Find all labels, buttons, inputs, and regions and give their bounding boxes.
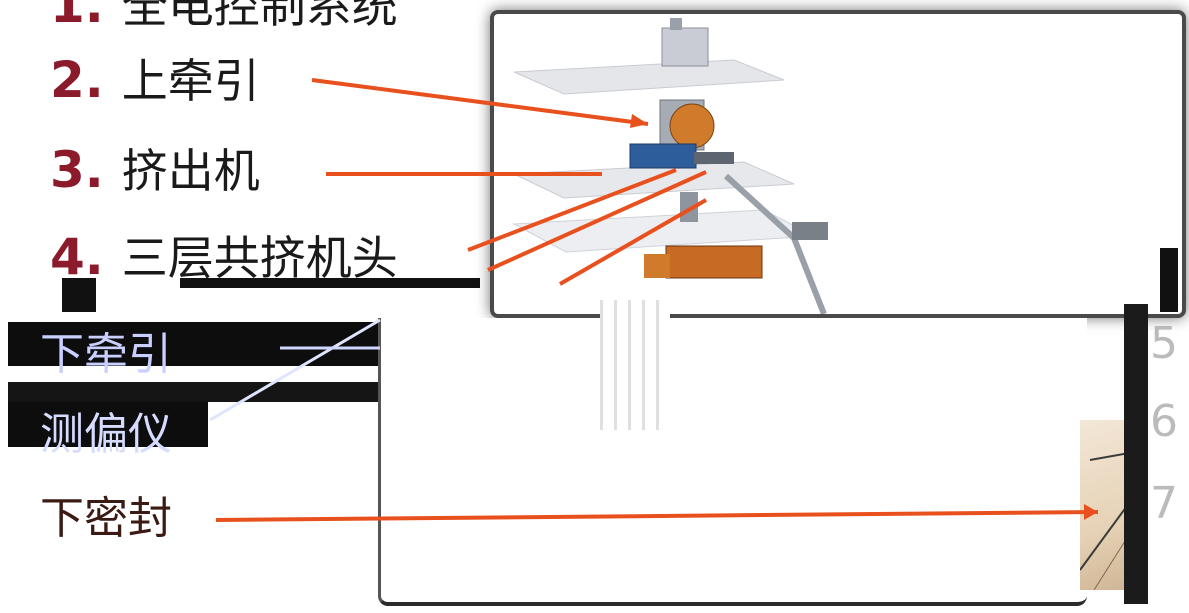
item-dot: . xyxy=(84,51,104,109)
item-label: 三层共挤机头 xyxy=(121,231,398,285)
list-item-4: 4. 三层共挤机头 xyxy=(50,222,398,288)
glitch-bar xyxy=(1124,304,1148,604)
lower-label-seal: 下密封 xyxy=(40,493,172,544)
item-number: 2 xyxy=(50,51,85,109)
item-number: 4 xyxy=(50,228,85,286)
glitch-bar xyxy=(8,402,208,447)
cooling-line xyxy=(665,245,763,279)
cooling-inlet xyxy=(644,254,670,278)
equipment-diagram-panel xyxy=(490,10,1186,318)
extruder-body xyxy=(629,143,697,169)
right-digit-5: 5 xyxy=(1150,318,1178,369)
extruder-barrel xyxy=(694,152,734,164)
right-digit-7: 7 xyxy=(1150,478,1178,529)
item-label: 挤出机 xyxy=(121,144,260,198)
list-item-1: 1. 全电控制系统 xyxy=(50,0,398,36)
leader-line-deviation xyxy=(209,318,381,422)
list-item-2: 2. 上牵引 xyxy=(50,45,260,111)
hopper-top xyxy=(670,18,682,30)
arrowhead xyxy=(630,114,648,128)
glitch-bar xyxy=(62,278,96,312)
item-dot: . xyxy=(84,141,104,199)
lower-diagram-panel xyxy=(378,318,1087,606)
incline-tube xyxy=(723,173,797,241)
feeder-unit xyxy=(792,222,828,240)
lower-label-traction: 下牵引 xyxy=(40,329,172,380)
leader-line-4c xyxy=(559,198,707,286)
leader-line-4b xyxy=(487,170,707,272)
item-dot: . xyxy=(84,228,104,286)
incline-tube xyxy=(791,236,827,316)
leader-line-seal xyxy=(215,510,1099,522)
item-dot: . xyxy=(84,0,104,34)
hopper-unit xyxy=(661,27,709,67)
arrowhead xyxy=(1084,504,1098,520)
glitch-bar xyxy=(180,278,480,288)
right-digit-6: 6 xyxy=(1150,396,1178,447)
item-number: 3 xyxy=(50,141,85,199)
item-label: 上牵引 xyxy=(121,54,260,108)
glitch-bar xyxy=(1160,248,1178,312)
list-item-3: 3. 挤出机 xyxy=(50,135,260,201)
floor-plate xyxy=(513,59,785,95)
leader-line-2 xyxy=(311,78,649,126)
item-label: 全电控制系统 xyxy=(121,0,398,33)
lower-label-deviation: 测偏仪 xyxy=(40,409,172,460)
glitch-stripes xyxy=(600,300,670,430)
glitch-bar xyxy=(8,382,378,402)
item-number: 1 xyxy=(50,0,85,34)
leader-line-4a xyxy=(467,168,677,252)
